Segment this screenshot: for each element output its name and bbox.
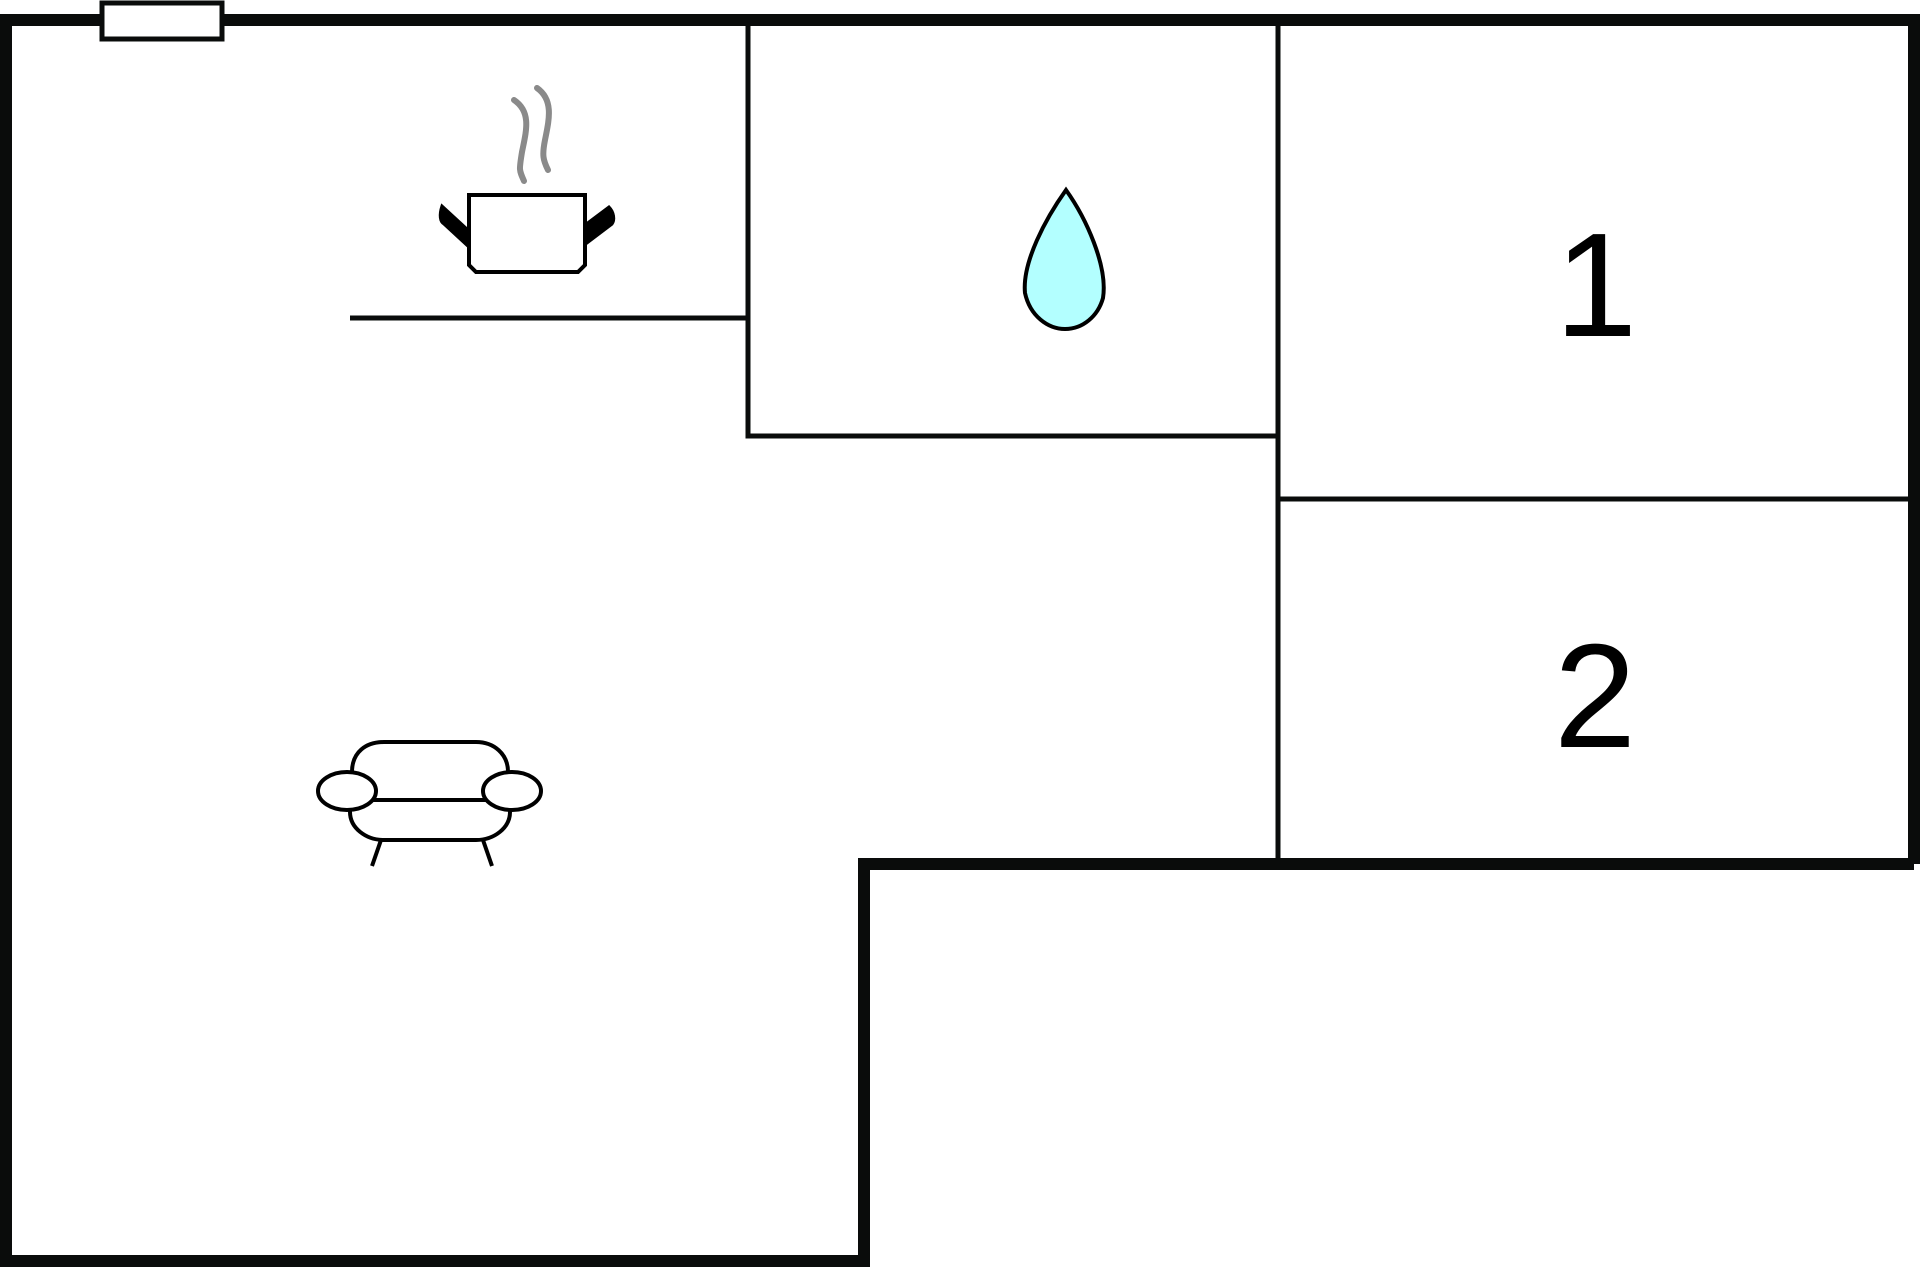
sofa-seat — [348, 798, 512, 842]
pot-body — [467, 193, 587, 274]
outer-walls — [0, 14, 1920, 1267]
sofa-arm-right — [481, 770, 543, 812]
water-drop-icon — [1022, 186, 1106, 332]
bathroom-wall — [745, 20, 1278, 439]
sofa-leg-left — [370, 839, 383, 867]
steam — [511, 85, 552, 184]
pot-handle-left — [438, 203, 472, 252]
outer-wall-notch — [858, 858, 1914, 1267]
interior-walls — [350, 20, 1914, 864]
sofa-icon — [316, 740, 543, 867]
outer-wall-left-top — [0, 14, 1920, 1267]
window-icon — [99, 0, 225, 42]
room-number-2: 2 — [1554, 614, 1636, 779]
sofa-leg-right — [481, 839, 494, 867]
room-number-1: 1 — [1555, 203, 1637, 368]
cooking-pot-icon — [438, 85, 616, 274]
pot-handle-right — [583, 205, 616, 246]
sofa-arm-left — [316, 770, 378, 812]
